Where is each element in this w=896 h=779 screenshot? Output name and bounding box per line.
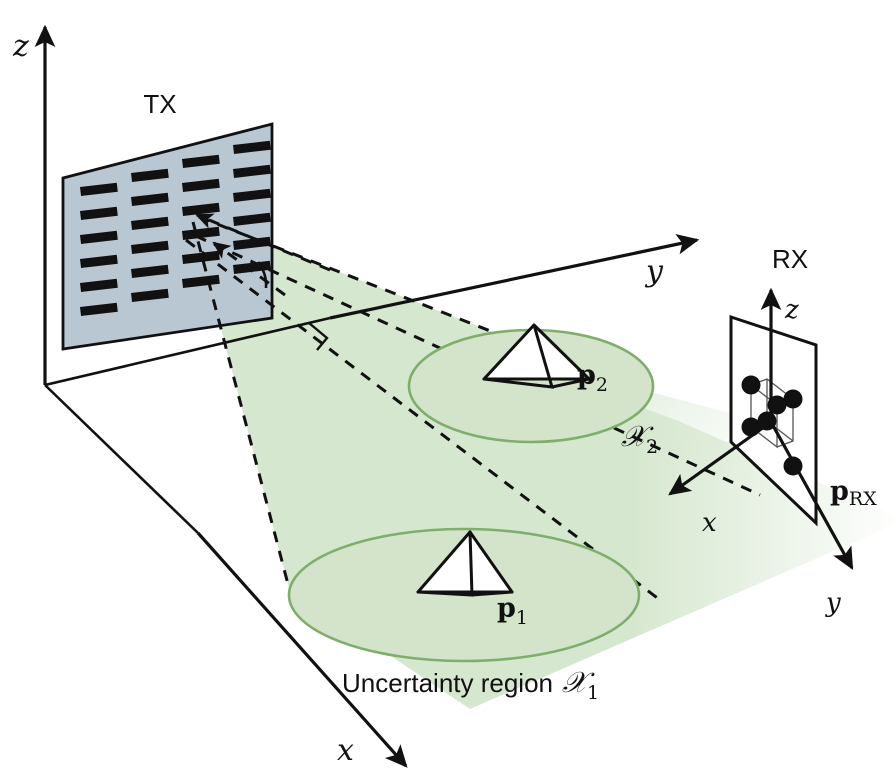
rx-element xyxy=(741,375,761,395)
rx-axis-x-label: x xyxy=(702,508,717,538)
region-1-set-label: 𝒳1 xyxy=(562,665,599,704)
region-1-set-label-sub: 1 xyxy=(587,682,599,704)
rx-position-label-main: p xyxy=(830,476,849,507)
right-angle-marker xyxy=(308,322,329,351)
axis-y-label: y xyxy=(644,254,664,289)
tx-panel-surface xyxy=(61,122,274,351)
region-1-target-label-main: p xyxy=(497,593,516,624)
region-2-target-label-main: p xyxy=(577,360,596,391)
ground-plane xyxy=(44,316,331,534)
region-2-target-label: p2 xyxy=(577,360,608,396)
global-axes: z y x xyxy=(12,24,700,768)
beam-ray-arrow-upper xyxy=(194,213,331,272)
rx-axis-y-line xyxy=(769,421,854,571)
region-2-target-pyramid xyxy=(482,323,591,389)
axis-z-label: z xyxy=(12,29,29,64)
beam1-edge-left xyxy=(191,221,291,589)
uncertainty-region-2[interactable]: p2 𝒳2 xyxy=(407,323,658,458)
region-1-target-pyramid xyxy=(416,530,514,597)
beam-angle-arc xyxy=(256,261,268,289)
region-1-target-label: p1 xyxy=(497,593,528,629)
rx-axis-x-line xyxy=(668,420,772,496)
rx-label: RX xyxy=(772,244,808,274)
rx-position-label: pRX xyxy=(830,476,877,510)
axis-y-line xyxy=(329,234,700,320)
rx-axis-y-label: y xyxy=(825,588,841,618)
rx-array-panel[interactable]: RX z x y pRX xyxy=(668,244,877,618)
region-2-target-label-sub: 2 xyxy=(596,374,608,396)
region-1-caption-text: Uncertainty region xyxy=(342,668,553,698)
rx-local-axes: z x y xyxy=(668,287,854,618)
beam-ray-arrow-lower xyxy=(212,241,286,297)
region-1-caption: Uncertainty region xyxy=(342,668,553,698)
rx-axis-z-label: z xyxy=(784,295,799,325)
tx-array-panel[interactable]: TX xyxy=(61,89,274,351)
uncertainty-region-1[interactable]: p1 Uncertainty region 𝒳1 xyxy=(287,527,641,704)
axis-x-label: x xyxy=(337,733,354,768)
region-1-target-label-sub: 1 xyxy=(516,607,528,629)
axis-x-line xyxy=(196,531,408,768)
rx-element xyxy=(783,389,803,409)
tx-label: TX xyxy=(143,89,176,119)
region-2-set-label-sub: 2 xyxy=(646,436,658,458)
rx-position-label-sub: RX xyxy=(849,488,877,510)
